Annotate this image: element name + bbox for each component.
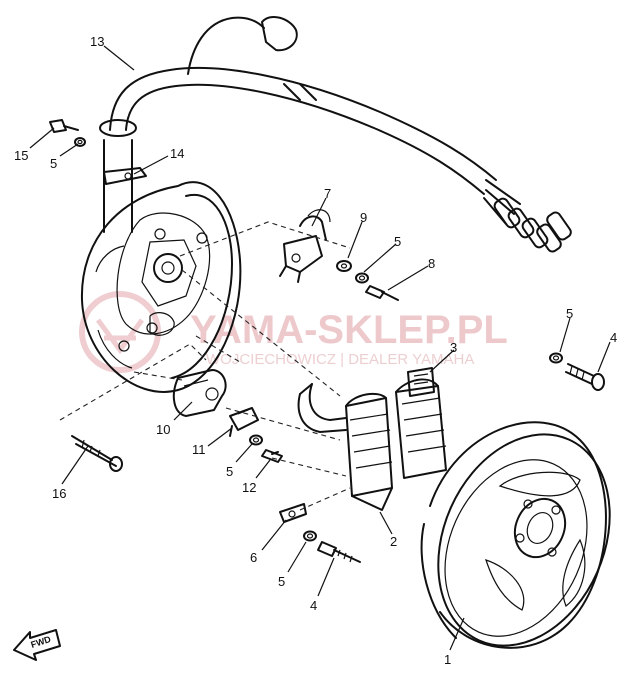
forward-arrow-icon xyxy=(13,629,61,661)
small-hardware-upper xyxy=(336,260,399,301)
callout-11: 11 xyxy=(192,442,206,457)
callout-5-middle: 5 xyxy=(226,464,233,479)
connector-bundle xyxy=(483,179,572,253)
long-screw xyxy=(71,435,123,472)
callout-7: 7 xyxy=(324,186,331,201)
callout-8: 8 xyxy=(428,256,435,271)
callout-10: 10 xyxy=(156,422,170,437)
small-hardware-right xyxy=(549,352,605,391)
callout-13: 13 xyxy=(90,34,104,49)
callout-2: 2 xyxy=(390,534,397,549)
callout-15: 15 xyxy=(14,148,28,163)
callout-14: 14 xyxy=(170,146,184,161)
source-coil xyxy=(172,369,227,417)
callout-5-upper-left: 5 xyxy=(50,156,57,171)
guide-lines xyxy=(59,221,351,511)
small-hardware-topleft xyxy=(49,119,86,147)
callout-9: 9 xyxy=(360,210,367,225)
callout-4-right: 4 xyxy=(610,330,617,345)
callout-6: 6 xyxy=(250,550,257,565)
callout-16: 16 xyxy=(52,486,66,501)
wire-harness xyxy=(99,15,572,253)
lighting-coil-bracket xyxy=(229,407,259,437)
small-hardware-middle xyxy=(249,434,283,463)
callout-5-right: 5 xyxy=(566,306,573,321)
callout-5-lower: 5 xyxy=(278,574,285,589)
callout-12: 12 xyxy=(242,480,256,495)
watermark: YAMA-SKLEP.PL WOJCIECHOWICZ | DEALER YAM… xyxy=(79,291,508,373)
watermark-dealer: WOJCIECHOWICZ | DEALER YAMAHA xyxy=(206,351,474,368)
watermark-logo xyxy=(79,291,161,373)
cable-clamp xyxy=(103,167,147,185)
callout-5-upper: 5 xyxy=(394,234,401,249)
pickup-unit xyxy=(279,209,331,283)
forward-direction-badge: FWD xyxy=(13,629,61,661)
flywheel-rotor xyxy=(420,421,611,649)
callout-3: 3 xyxy=(450,340,457,355)
callout-4-lower: 4 xyxy=(310,598,317,613)
small-hardware-lower xyxy=(279,503,361,563)
callout-labels: 13 15 5 14 7 9 5 8 5 4 3 10 11 5 12 16 2… xyxy=(14,34,617,667)
watermark-brand: YAMA-SKLEP.PL xyxy=(190,308,508,352)
callout-1: 1 xyxy=(444,652,451,667)
leader-lines xyxy=(29,45,611,651)
coil-assembly xyxy=(297,367,447,511)
